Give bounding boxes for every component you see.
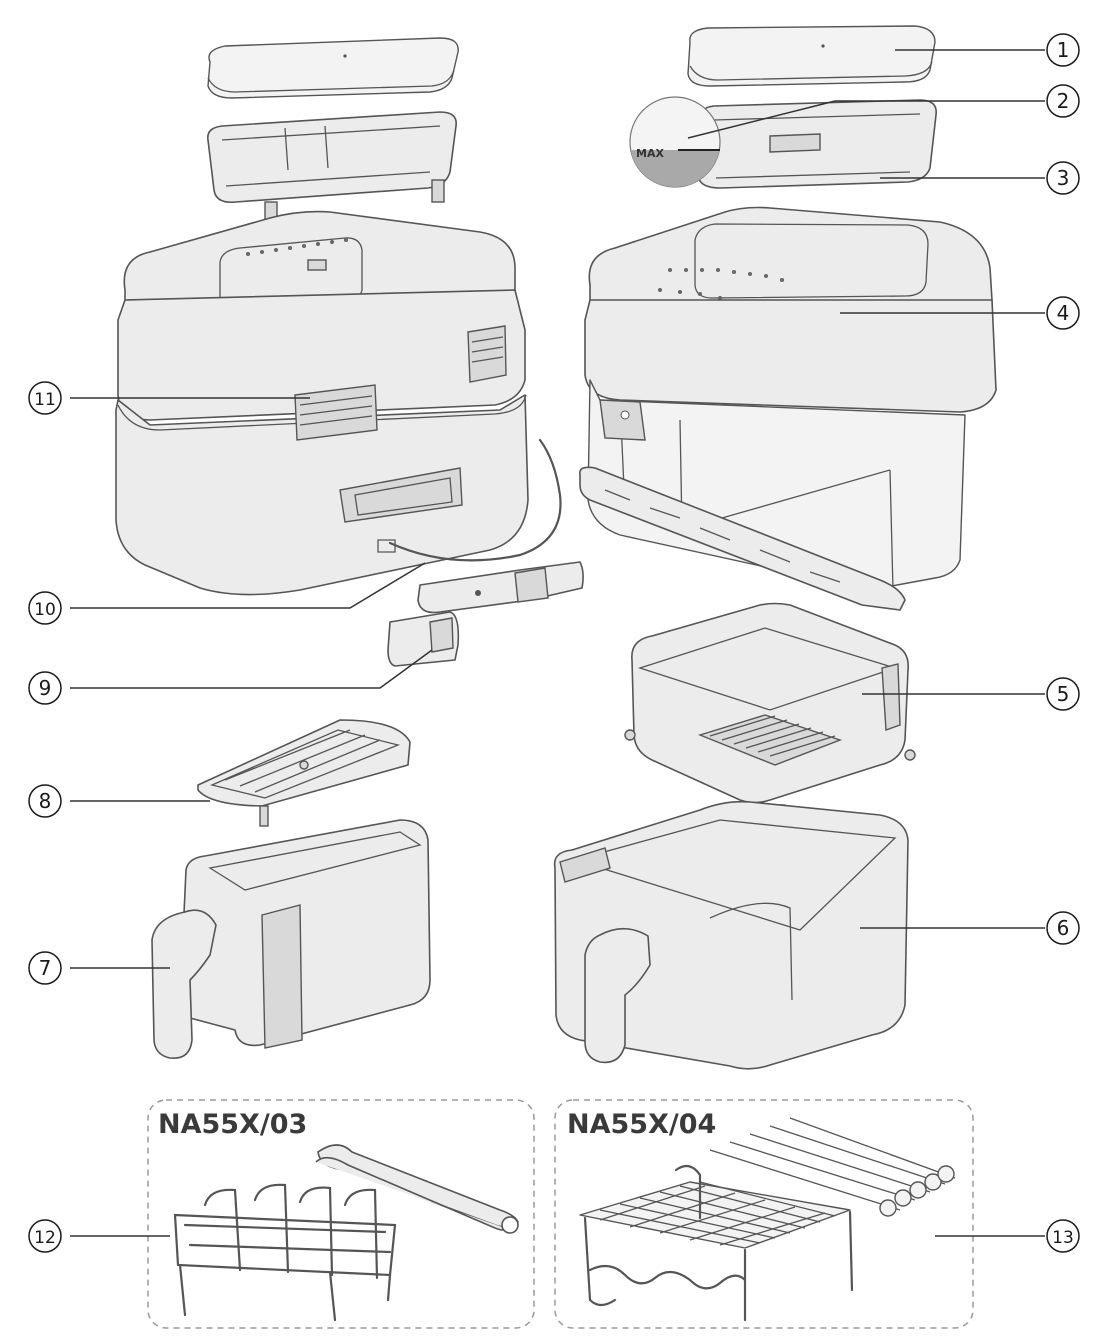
left-drip-tray [206, 111, 457, 225]
kit-model-label-04: NA55X/04 [567, 1109, 716, 1140]
leader-lines [70, 49, 1045, 1237]
callout-12: 12 [28, 1219, 62, 1253]
kit-model-label-03: NA55X/03 [158, 1109, 307, 1140]
rear-air-outlet [294, 384, 378, 441]
svg-text:1: 1 [1057, 38, 1070, 62]
right-inner-basket [624, 602, 916, 831]
svg-text:2: 2 [1057, 89, 1070, 113]
left-control-dots [246, 238, 348, 256]
rear-connector [339, 467, 463, 523]
svg-text:10: 10 [34, 600, 56, 620]
right-outer-pan [553, 800, 909, 1070]
left-main-unit [115, 210, 529, 596]
cord-clip-holder [417, 561, 584, 614]
callout-1: 1 [1046, 33, 1080, 67]
callout-9: 9 [28, 671, 62, 705]
svg-text:12: 12 [34, 1228, 56, 1248]
svg-text:7: 7 [39, 956, 52, 980]
callout-8: 8 [28, 784, 62, 818]
svg-text:11: 11 [34, 390, 56, 410]
basket-mesh [697, 714, 843, 766]
grill-rack [579, 1164, 854, 1322]
svg-text:13: 13 [1052, 1228, 1074, 1248]
svg-text:6: 6 [1057, 916, 1070, 940]
svg-text:8: 8 [39, 789, 52, 813]
svg-text:4: 4 [1057, 301, 1070, 325]
kit-na55x-03: NA55X/03 [147, 1099, 535, 1329]
svg-text:5: 5 [1057, 682, 1070, 706]
right-main-unit [578, 206, 997, 611]
power-cord [377, 438, 562, 562]
right-drip-tray [697, 99, 937, 189]
skewers [709, 1117, 956, 1217]
callout-4: 4 [1046, 296, 1080, 330]
kit-na55x-04: NA55X/04 [554, 1099, 974, 1329]
left-basket [151, 819, 431, 1059]
cord-clip [387, 611, 460, 667]
tongs [315, 1144, 519, 1234]
callout-6: 6 [1046, 911, 1080, 945]
callout-5: 5 [1046, 677, 1080, 711]
callout-13: 13 [1046, 1219, 1080, 1253]
right-lid-cover [687, 25, 936, 87]
left-crisper-plate [197, 719, 411, 827]
callout-11: 11 [28, 381, 62, 415]
callout-3: 3 [1046, 161, 1080, 195]
svg-text:3: 3 [1057, 166, 1070, 190]
callout-10: 10 [28, 591, 62, 625]
max-indicator: MAX [629, 96, 721, 188]
callout-2: 2 [1046, 84, 1080, 118]
left-lid-cover [207, 37, 459, 99]
svg-text:9: 9 [39, 676, 52, 700]
callout-7: 7 [28, 951, 62, 985]
max-label: MAX [636, 147, 664, 160]
side-vent [467, 325, 507, 383]
skewer-rack [173, 1183, 397, 1322]
